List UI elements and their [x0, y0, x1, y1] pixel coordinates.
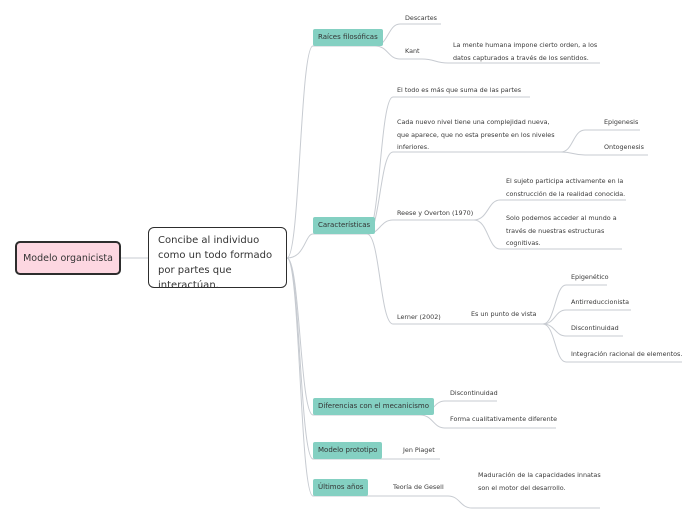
category-diferencias-mecanicismo[interactable]: Diferencias con el mecanicismo — [313, 398, 434, 415]
category-caracteristicas[interactable]: Características — [313, 217, 376, 234]
topic-teoria-gesell[interactable]: Teoría de Gesell — [393, 483, 444, 491]
topic-maduracion[interactable]: Maduración de la capacidades innatas son… — [478, 471, 601, 492]
topic-lerner[interactable]: Lerner (2002) — [397, 313, 441, 321]
topic-antirreduccionista[interactable]: Antirreduccionista — [571, 298, 630, 306]
topic-epigenesis[interactable]: Epigenesis — [604, 118, 639, 126]
category-raices-filosoficas[interactable]: Raíces filosóficas — [313, 29, 383, 46]
topic-reese-overton[interactable]: Reese y Overton (1970) — [397, 209, 474, 217]
topic-descartes[interactable]: Descartes — [405, 14, 438, 22]
root-node[interactable]: Modelo organicista — [15, 241, 121, 275]
topic-kant-detail[interactable]: La mente humana impone cierto orden, a l… — [453, 41, 598, 62]
topic-discontinuidad[interactable]: Discontinuidad — [571, 324, 619, 332]
topic-epigenetico[interactable]: Epigenético — [571, 273, 609, 281]
category-ultimos-anos[interactable]: Últimos años — [313, 479, 369, 496]
main-concept-node[interactable]: Concibe al individuo como un todo formad… — [148, 227, 287, 291]
category-modelo-prototipo[interactable]: Modelo prototipo — [313, 442, 383, 459]
topic-el-todo[interactable]: El todo es más que suma de las partes — [397, 86, 522, 94]
topic-ontogenesis[interactable]: Ontogenesis — [604, 143, 644, 151]
topic-punto-de-vista[interactable]: Es un punto de vista — [471, 310, 537, 318]
topic-jen-piaget[interactable]: Jen Piaget — [403, 446, 435, 454]
topic-forma-diferente[interactable]: Forma cualitativamente diferente — [450, 415, 558, 423]
topic-acceder-mundo[interactable]: Solo podemos acceder al mundo a través d… — [506, 214, 617, 247]
topic-nuevo-nivel[interactable]: Cada nuevo nivel tiene una complejidad n… — [397, 118, 555, 151]
topic-sujeto-participa[interactable]: El sujeto participa activamente en la co… — [506, 177, 626, 198]
topic-kant[interactable]: Kant — [405, 47, 420, 55]
topic-diferencias-discontinuidad[interactable]: Discontinuidad — [450, 389, 498, 397]
topic-integracion-racional[interactable]: Integración racional de elementos. — [571, 350, 683, 358]
